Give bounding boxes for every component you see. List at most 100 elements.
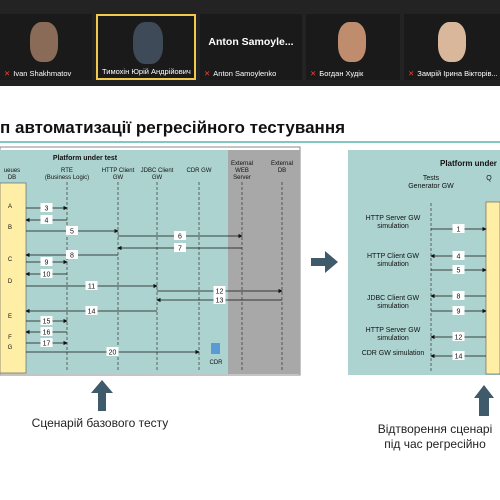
message-number: 16 bbox=[43, 330, 51, 337]
point-label: E bbox=[8, 314, 12, 320]
right-platform-panel bbox=[348, 150, 500, 375]
participant-name: ✕Замрій Ірина Вікторів... bbox=[408, 69, 498, 78]
right-diagram-caption-1: Відтворення сценарі bbox=[377, 422, 493, 436]
up-arrow-icon bbox=[91, 380, 113, 411]
right-arrow-icon bbox=[311, 251, 338, 273]
message-number-box bbox=[452, 306, 465, 315]
point-label: B bbox=[8, 225, 12, 231]
participant-name: ✕Anton Samoylenko bbox=[204, 69, 277, 78]
platform-under-test-label: Platform under test bbox=[53, 155, 118, 162]
slide-title: п автоматизації регресійного тестування bbox=[0, 118, 346, 137]
right-diagram-caption-2: під час регресійно bbox=[384, 437, 486, 451]
message-number-box bbox=[40, 316, 53, 325]
message-number-box bbox=[66, 250, 78, 259]
lane-label: CDR GW bbox=[187, 168, 212, 174]
message-number-box bbox=[213, 286, 226, 295]
message-number-box bbox=[40, 203, 53, 212]
message-number: 15 bbox=[43, 319, 51, 326]
message-number-box bbox=[452, 224, 465, 233]
muted-mic-icon: ✕ bbox=[310, 69, 317, 78]
queues-lifeline-bar bbox=[0, 182, 27, 374]
simulation-row-label: CDR GW simulation bbox=[362, 350, 425, 357]
message-number: 3 bbox=[45, 206, 49, 213]
message-number: 6 bbox=[178, 234, 182, 241]
message-number-box bbox=[40, 338, 53, 347]
participant-video bbox=[30, 22, 58, 62]
message-number-box bbox=[452, 251, 465, 260]
message-number: 8 bbox=[457, 294, 461, 301]
participant-tile-tymokhin[interactable]: Тимохін Юрій Андрійович bbox=[96, 14, 196, 80]
external-panel bbox=[228, 150, 300, 374]
title-underline bbox=[0, 141, 500, 143]
participant-name: Тимохін Юрій Андрійович bbox=[102, 67, 191, 76]
message-number-box bbox=[40, 269, 53, 278]
message-number-box bbox=[40, 257, 53, 266]
message-number: 4 bbox=[45, 218, 49, 225]
participant-tile-iryna[interactable]: ✕Замрій Ірина Вікторів... bbox=[404, 14, 500, 80]
message-number: 9 bbox=[45, 260, 49, 267]
message-number-box bbox=[452, 291, 465, 300]
lane-label: Q bbox=[486, 175, 492, 182]
point-label: F bbox=[8, 335, 12, 341]
participant-tile-ivan[interactable]: ✕Ivan Shakhmatov bbox=[0, 14, 92, 80]
left-diagram-caption: Сценарій базового тесту bbox=[31, 416, 169, 430]
message-number-box bbox=[452, 265, 465, 274]
platform-under-label: Platform under bbox=[440, 159, 497, 168]
message-number: 9 bbox=[457, 309, 461, 316]
participant-tile-bohdan[interactable]: ✕Богдан Худік bbox=[306, 14, 400, 80]
participant-video bbox=[438, 22, 466, 62]
participant-video bbox=[133, 22, 163, 64]
participant-video bbox=[338, 22, 366, 62]
muted-mic-icon: ✕ bbox=[4, 69, 11, 78]
participant-tile-anton[interactable]: Anton Samoyle... ✕Anton Samoylenko bbox=[200, 14, 302, 80]
message-number: 1 bbox=[457, 227, 461, 234]
participant-name-card: Anton Samoyle... bbox=[208, 36, 294, 48]
lane-label: RTE(Business Logic) bbox=[45, 168, 89, 181]
message-number-box bbox=[213, 295, 226, 304]
message-number: 12 bbox=[216, 289, 224, 296]
message-number-box bbox=[85, 306, 98, 315]
point-label: C bbox=[8, 257, 13, 263]
point-label: D bbox=[8, 279, 13, 285]
message-number-box bbox=[452, 351, 465, 360]
queues-lifeline-bar bbox=[485, 201, 500, 375]
message-number-box bbox=[85, 281, 98, 290]
participant-name: ✕Ivan Shakhmatov bbox=[4, 69, 72, 78]
message-number: 10 bbox=[43, 272, 51, 279]
video-participants-strip: ✕Ivan Shakhmatov Тимохін Юрій Андрійович… bbox=[0, 0, 500, 86]
message-number-box bbox=[40, 215, 53, 224]
cdr-file-label: CDR bbox=[210, 360, 224, 366]
message-number-box bbox=[174, 231, 186, 240]
message-number-box bbox=[40, 327, 53, 336]
message-number: 7 bbox=[178, 246, 182, 253]
message-number-box bbox=[452, 332, 465, 341]
message-number: 4 bbox=[457, 254, 461, 261]
muted-mic-icon: ✕ bbox=[204, 69, 211, 78]
message-number-box bbox=[106, 347, 119, 356]
message-number: 14 bbox=[455, 354, 463, 361]
message-number: 14 bbox=[88, 309, 96, 316]
message-number-box bbox=[66, 226, 78, 235]
participant-name: ✕Богдан Худік bbox=[310, 69, 364, 78]
muted-mic-icon: ✕ bbox=[408, 69, 415, 78]
message-number: 17 bbox=[43, 341, 51, 348]
message-number: 11 bbox=[88, 284, 95, 291]
cdr-file-icon bbox=[211, 343, 220, 354]
message-number: 20 bbox=[109, 350, 117, 357]
message-number: 5 bbox=[70, 229, 74, 236]
message-number: 5 bbox=[457, 268, 461, 275]
message-number-box bbox=[174, 243, 186, 252]
point-label: A bbox=[8, 204, 12, 210]
message-number: 13 bbox=[216, 298, 224, 305]
message-number: 8 bbox=[70, 253, 74, 260]
